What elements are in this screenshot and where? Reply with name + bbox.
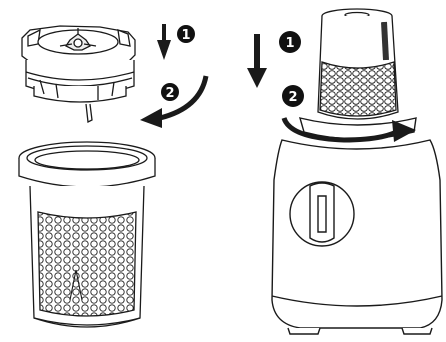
step-2-badge-left: 2 bbox=[161, 83, 179, 101]
step-1-number-right: 1 bbox=[285, 36, 294, 51]
step-2-badge-right: 2 bbox=[282, 85, 304, 107]
step-1-arrow-left bbox=[157, 24, 171, 60]
step-1-badge-left: 1 bbox=[177, 25, 195, 43]
step-1-number: 1 bbox=[181, 28, 190, 43]
blade-assembly bbox=[22, 26, 135, 122]
right-step-1-arrow bbox=[247, 34, 267, 88]
blender-cup bbox=[318, 9, 398, 119]
step-1-badge-right: 1 bbox=[279, 31, 301, 53]
grinder-jar bbox=[19, 142, 155, 327]
blender-base bbox=[272, 118, 442, 334]
step-2-number: 2 bbox=[165, 86, 174, 101]
step-2-number-right: 2 bbox=[288, 90, 297, 105]
